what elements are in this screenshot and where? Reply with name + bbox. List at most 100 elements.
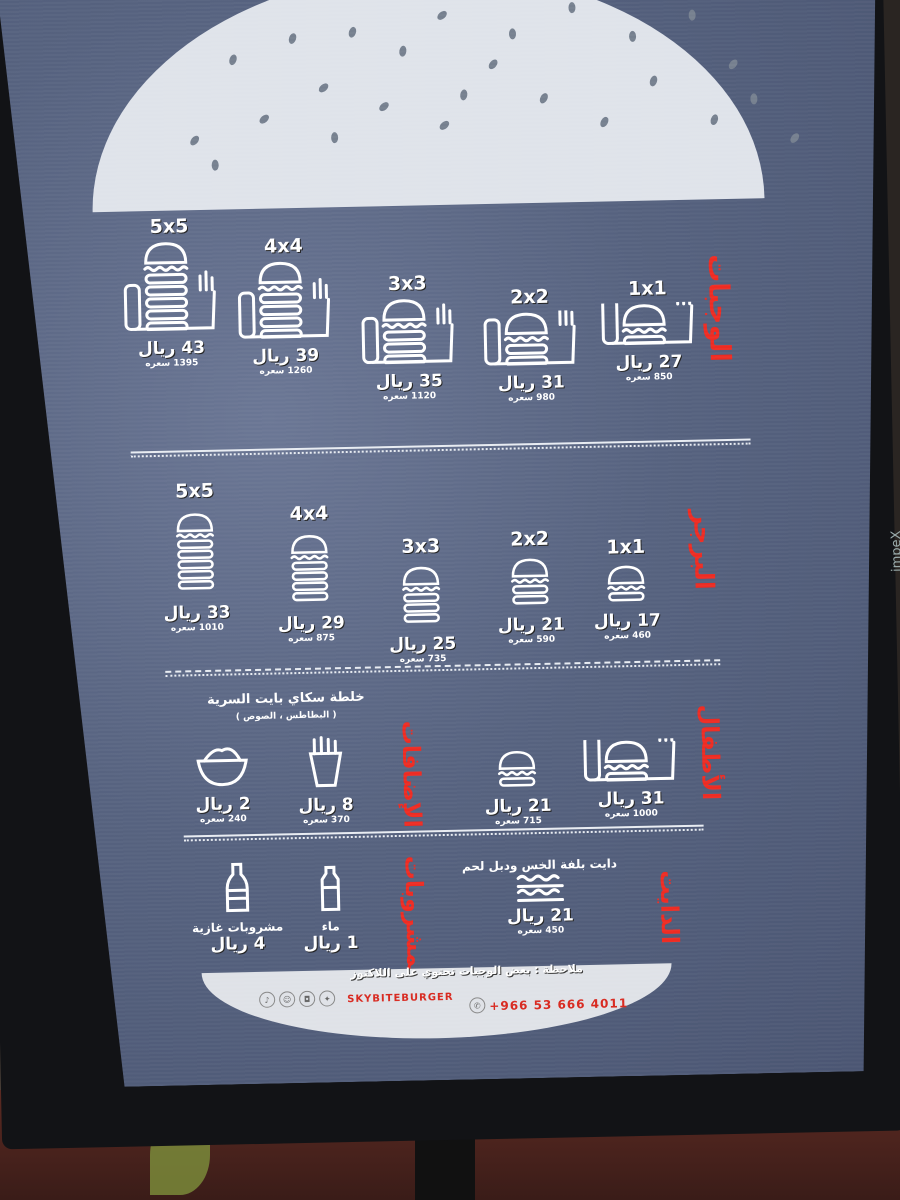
- fries-icon: [300, 735, 351, 788]
- extras-subheader: ( البطاطس ، الصوص ): [235, 710, 337, 723]
- phone-number[interactable]: +966 53 666 4011: [489, 996, 629, 1014]
- extras-header: خلطة سكاي بايت السرية: [206, 689, 365, 708]
- menu-item-diet[interactable]: دايت بلفة الخس ودبل لحم 21 ريال 450 سعره: [462, 856, 619, 937]
- item-calories: 590 سعره: [508, 634, 556, 646]
- category-diet-title: الدايت: [654, 870, 685, 945]
- item-calories: 1120 سعره: [382, 391, 437, 403]
- category-extras-title: الإضافات: [396, 720, 427, 829]
- sesame-seed: [228, 53, 238, 66]
- bun-bottom-graphic: [202, 963, 673, 1043]
- meal-icon: [482, 310, 579, 366]
- item-size: 3x3: [401, 535, 441, 558]
- item-price: 25 ريال: [389, 633, 457, 656]
- item-calories: 850 سعره: [625, 372, 673, 384]
- item-size: 4x4: [289, 502, 329, 526]
- item-price: 43 ريال: [137, 337, 206, 360]
- burger-icon: [287, 527, 333, 606]
- sesame-seed: [331, 132, 338, 143]
- sesame-seed: [188, 134, 200, 147]
- snapchat-icon[interactable]: ☺: [279, 991, 295, 1007]
- lactose-note: ملاحظة : بعض الوجبات تحتوي على اللاكتوز: [350, 962, 584, 981]
- twitter-icon[interactable]: ✦: [319, 990, 335, 1006]
- sesame-seed: [378, 100, 391, 113]
- lettuce-wrap-icon: [514, 871, 567, 906]
- sesame-seed: [709, 113, 719, 126]
- item-price: 17 ريال: [593, 610, 661, 632]
- item-calories: 980 سعره: [508, 392, 556, 404]
- burger-icon: [604, 561, 649, 604]
- sesame-seed: [399, 45, 408, 57]
- sesame-seed: [727, 58, 739, 71]
- social-handle[interactable]: SKYBITEBURGER: [347, 991, 454, 1006]
- sesame-seed: [487, 58, 499, 71]
- item-price: 27 ريال: [615, 351, 683, 374]
- sesame-seed: [258, 113, 271, 126]
- sesame-seed: [750, 93, 757, 104]
- meal-icon: [121, 240, 219, 332]
- sesame-seed: [287, 32, 297, 45]
- device-brand: impeX: [888, 530, 900, 573]
- item-price: 29 ريال: [277, 613, 345, 635]
- item-calories: 460 سعره: [604, 630, 652, 642]
- burger-icon: [495, 746, 540, 789]
- item-calories: 735 سعره: [399, 653, 447, 665]
- category-meals-title: الوجبات: [701, 253, 737, 363]
- meal-icon: [600, 302, 697, 346]
- item-calories: 715 سعره: [495, 815, 542, 827]
- burger-icon: [399, 560, 444, 627]
- sesame-seed: [789, 132, 801, 145]
- item-price: 39 ريال: [252, 345, 320, 367]
- sesame-seed: [599, 116, 610, 129]
- sauce-bowl-icon: [194, 742, 251, 787]
- sesame-seed: [317, 82, 330, 95]
- burger-icon: [173, 505, 219, 596]
- category-burgers-title: البرجر: [687, 509, 719, 591]
- item-price: 8 ريال: [298, 794, 354, 817]
- tiktok-icon[interactable]: ♪: [259, 992, 275, 1008]
- item-calories: 875 سعره: [288, 633, 336, 645]
- sesame-seed: [538, 92, 549, 105]
- item-size: 1x1: [627, 277, 667, 301]
- divider: [165, 659, 720, 677]
- item-size: 2x2: [509, 285, 550, 309]
- instagram-icon[interactable]: ◘: [299, 991, 315, 1007]
- item-price: 4 ريال: [210, 933, 266, 955]
- sesame-seed: [212, 160, 219, 171]
- item-size: 2x2: [509, 527, 550, 551]
- item-calories: 1260 سعره: [259, 365, 313, 377]
- item-price: 2 ريال: [195, 794, 251, 816]
- meal-icon: [360, 297, 457, 365]
- whatsapp-icon[interactable]: ✆: [469, 997, 485, 1013]
- item-price: 35 ريال: [375, 370, 443, 393]
- sesame-seed: [438, 119, 451, 132]
- kids-meal-icon: [582, 738, 679, 782]
- item-price: 31 ريال: [597, 788, 665, 810]
- soda-bottle-icon: [223, 862, 250, 913]
- meal-icon: [236, 259, 334, 339]
- item-calories: 450 سعره: [517, 925, 565, 937]
- item-calories: 1010 سعره: [170, 622, 224, 634]
- item-price: 21 ريال: [497, 614, 566, 636]
- water-bottle-icon: [317, 865, 342, 911]
- sesame-seed: [568, 2, 575, 13]
- item-size: 5x5: [149, 215, 189, 239]
- item-name: مشروبات غازية: [191, 919, 284, 936]
